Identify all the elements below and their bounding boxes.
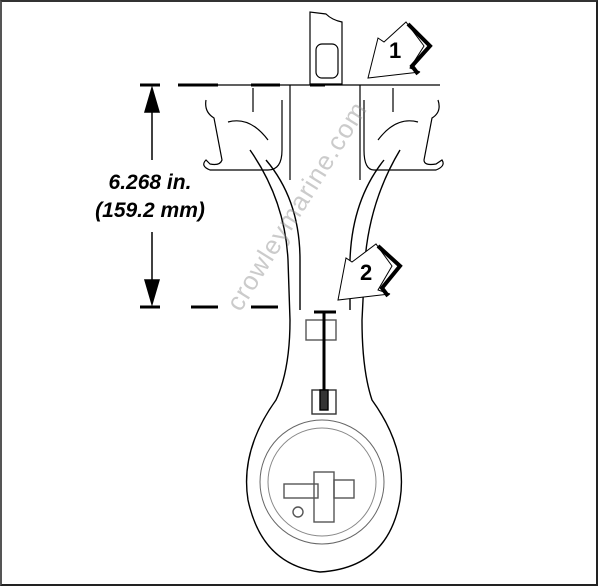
callout-1-label: 1 [389, 38, 402, 63]
lower-housing [245, 310, 403, 573]
top-stem [309, 11, 343, 85]
callout-1-arrow [367, 21, 433, 79]
body-tube [249, 149, 401, 321]
dimension-metric: (159.2 mm) [95, 199, 205, 222]
dimension-imperial: 6.268 in. [108, 171, 192, 194]
dimension-arrow [144, 85, 160, 307]
callout-2-label: 2 [360, 260, 373, 285]
flange [200, 84, 444, 180]
callout-2-arrow [337, 243, 403, 301]
